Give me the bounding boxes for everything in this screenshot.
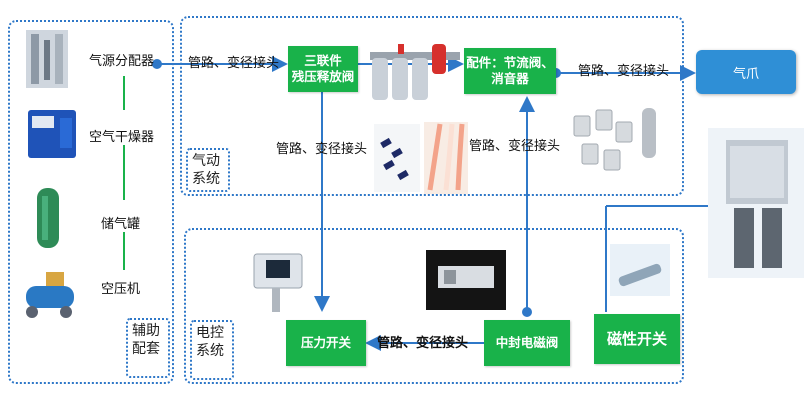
component-pictures [0, 0, 811, 402]
